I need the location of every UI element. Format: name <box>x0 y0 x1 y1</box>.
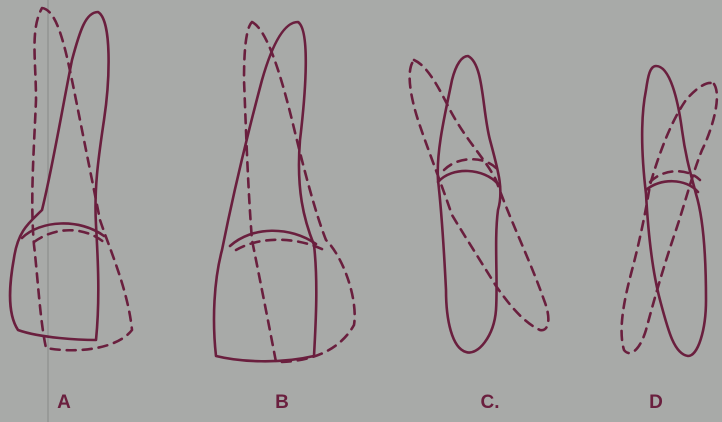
panel-a-label: A <box>44 392 84 414</box>
panel-a-solid-outline <box>10 12 109 340</box>
panel-b-label: B <box>262 392 302 414</box>
panel-b <box>214 22 355 362</box>
panel-d-dashed-outline <box>622 83 717 353</box>
panel-d-label: D <box>636 392 676 414</box>
panel-c-label: C. <box>470 392 510 414</box>
panel-d <box>622 66 717 356</box>
panel-c-dashed-outline <box>410 60 549 330</box>
panel-c <box>410 56 549 353</box>
panel-c-solid-cervical-line <box>438 171 498 184</box>
panel-a-dashed-outline <box>32 8 132 350</box>
panel-a <box>10 8 132 350</box>
panel-d-solid-outline <box>642 66 706 356</box>
